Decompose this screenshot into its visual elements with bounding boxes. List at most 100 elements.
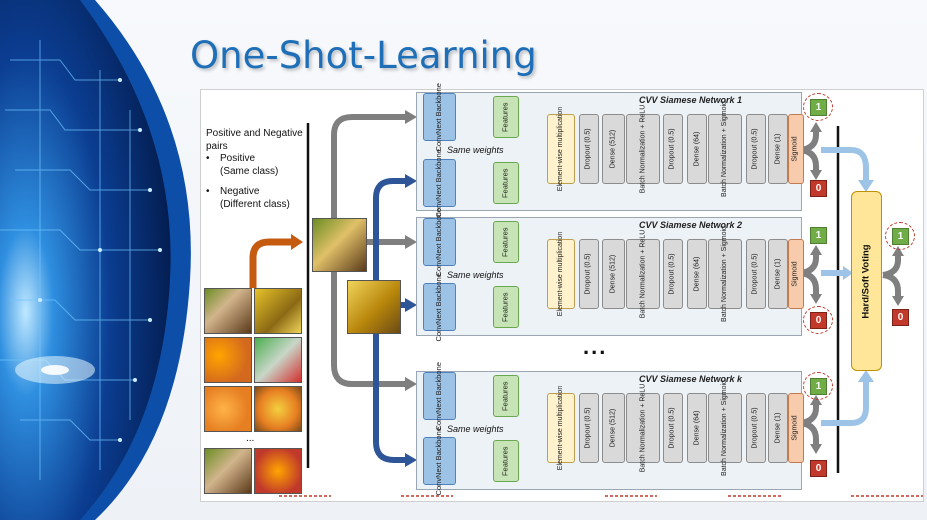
final-zero-badge: 0 [892,309,909,326]
layer-block: Dense (64) [687,239,707,309]
layer-block: Batch Normalization + ReLU [626,105,660,193]
layer-label: Dropout (0.5) [752,253,759,295]
voting-block: Hard/Soft Voting [851,191,882,371]
layer-label: Batch Normalization + ReLU [639,104,647,194]
positive-label: Positive [220,153,256,164]
negative-sub: (Different class) [220,198,290,210]
backbone-block: ConvNext Backbone [423,273,456,341]
layer-block: Dropout (0.5) [663,393,683,463]
layer-label: Dropout (0.5) [669,407,676,449]
layer-label: Element-wise multiplication [557,106,565,192]
backbone-block: ConvNext Backbone [423,149,456,217]
layer-label: Sigmoid [792,136,800,162]
layer-label: Dense (512) [609,408,617,448]
layer-label: Batch Normalization + ReLU [639,383,647,473]
fruit-image [254,386,302,432]
backbone-label: ConvNext Backbone [434,272,444,342]
layer-label: Dense (1) [774,412,782,444]
backbone-label: ConvNext Backbone [434,361,444,431]
orange-image [204,337,252,383]
layer-label: Dense (64) [693,256,701,292]
network-title: CVV Siamese Network k [639,374,743,384]
features-block: Features [493,440,519,482]
network-title: CVV Siamese Network 1 [639,95,743,105]
layer-label: Dropout (0.5) [752,128,759,170]
circuit-globe-image [0,0,191,520]
layer-label: Dense (512) [609,254,617,294]
layer-label: Dense (64) [693,131,701,167]
banana-image [254,288,302,334]
negative-bullet: • Negative [206,186,316,199]
network-title: CVV Siamese Network 2 [639,220,743,230]
layer-label: Dropout (0.5) [585,407,592,449]
layer-block: Dense (512) [602,114,625,184]
same-weights-label: Same weights [447,424,504,434]
orange-image [254,448,302,494]
backbone-label: ConvNext Backbone [434,426,444,496]
same-weights-label: Same weights [447,145,504,155]
layer-label: Dropout (0.5) [585,128,592,170]
backbone-block: ConvNext Backbone [423,83,456,151]
sigmoid-block: Sigmoid [788,393,804,463]
bullet-dot: • [206,186,210,197]
layer-label: Batch Normalization + Sigmoid [721,226,728,322]
layer-label: Dense (1) [774,133,782,165]
layer-block: Dense (512) [602,239,625,309]
features-label: Features [500,292,510,322]
support-image [347,280,401,334]
produce-image [254,337,302,383]
layer-block: Batch Normalization + Sigmoid [708,226,742,322]
layer-block: Dropout (0.5) [746,114,766,184]
layer-label: Dropout (0.5) [669,253,676,295]
layer-label: Dense (1) [774,258,782,290]
layer-block: Dropout (0.5) [663,114,683,184]
layer-block: Dropout (0.5) [746,239,766,309]
orange-image [204,386,252,432]
layer-block: Dense (1) [768,239,788,309]
output-zero-badge: 0 [810,460,827,477]
orange-arrow [249,238,293,288]
layer-block: Dense (1) [768,114,788,184]
features-label: Features [500,446,510,476]
query-image [312,218,367,272]
layer-block: Dense (1) [768,393,788,463]
backbone-block: ConvNext Backbone [423,208,456,276]
positive-sub: (Same class) [220,165,279,177]
sigmoid-block: Sigmoid [788,239,804,309]
layer-block: Dense (512) [602,393,625,463]
features-block: Features [493,286,519,328]
backbone-label: ConvNext Backbone [434,148,444,218]
layer-label: Dropout (0.5) [752,407,759,449]
features-block: Features [493,375,519,417]
backbone-block: ConvNext Backbone [423,362,456,430]
pairs-more-ellipsis: ... [246,433,255,444]
networks-ellipsis: ... [583,334,608,359]
features-block: Features [493,162,519,204]
pairs-description: Positive and Negative pairs • Positive (… [206,128,316,211]
elementwise-block: Element-wise multiplication [547,232,575,316]
highlight-circle [803,93,833,121]
layer-label: Element-wise multiplication [557,385,565,471]
layer-label: Batch Normalization + ReLU [639,229,647,319]
fruit-image [204,448,252,494]
elementwise-block: Element-wise multiplication [547,107,575,191]
layer-label: Dropout (0.5) [585,253,592,295]
voting-input-arrows [821,147,869,426]
features-label: Features [500,381,510,411]
layer-block: Dropout (0.5) [579,393,599,463]
negative-label: Negative [220,186,260,197]
image-pairs-grid: ... [204,288,302,494]
sigmoid-block: Sigmoid [788,114,804,184]
fruit-image [204,288,252,334]
layer-block: Dense (64) [687,393,707,463]
slide-title: One-Shot-Learning [190,34,537,77]
features-label: Features [500,227,510,257]
positive-bullet: • Positive [206,153,316,166]
layer-block: Dense (64) [687,114,707,184]
pairs-heading: Positive and Negative pairs [206,128,303,152]
voting-label: Hard/Soft Voting [861,243,873,319]
siamese-network-diagram: Positive and Negative pairs • Positive (… [200,83,924,502]
layer-block: Batch Normalization + ReLU [626,230,660,318]
bullet-dot: • [206,153,210,164]
same-weights-label: Same weights [447,270,504,280]
